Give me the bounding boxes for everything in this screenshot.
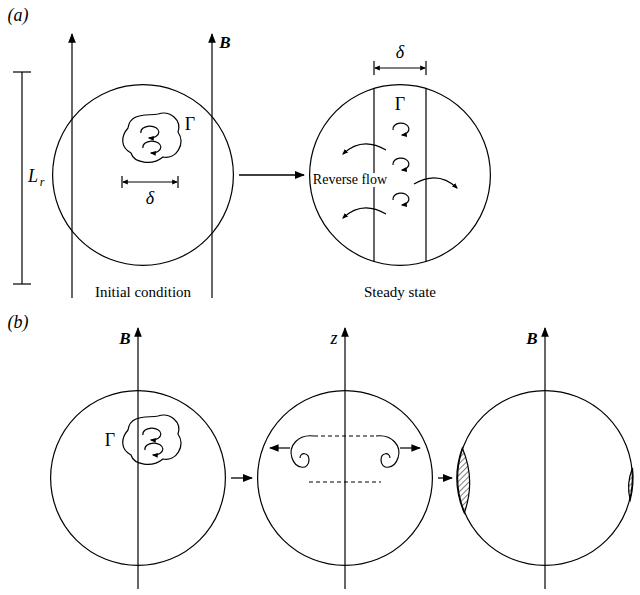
field-symbol: B [119,330,130,347]
flow-label: Reverse flow [312,173,388,187]
caption: Initial condition [95,285,191,300]
hatched-region [457,448,470,513]
circle-outline [457,390,633,566]
vortex-blob-group [123,415,181,464]
panel-label: (a) [8,6,29,24]
axis-symbol: z [330,329,337,347]
circulation-symbol: Γ [395,95,405,113]
circle-outline [53,85,234,266]
axis-arrow [344,328,345,589]
flow-domain: BΓδInitial condition [52,84,234,266]
field-arrow [71,34,72,298]
dimension-tick [425,61,426,75]
width-symbol: δ [396,43,404,61]
flow-domain: z [257,390,433,566]
field-symbol: B [219,34,230,51]
swirl-arrow [143,428,161,440]
circle-outline [51,391,226,566]
vortex-hook [291,436,314,467]
dimension-tick [177,176,178,188]
circulation-symbol: Γ [185,115,195,133]
dimension-tick [13,283,31,284]
band-line [425,88,426,262]
swirl-arrow [145,443,163,455]
field-arrow [137,328,138,589]
dimension-tick [13,71,31,72]
field-symbol: B [526,330,537,347]
reverse-flow-arrow [343,144,386,154]
vortex-blob [123,113,181,162]
dimension-tick [373,61,374,75]
circle-outline [52,84,234,266]
width-symbol: δ [146,189,154,207]
dashed-line [309,481,381,482]
flow-domain: B [457,390,633,566]
swirl-arrow [393,158,409,170]
panel-label: (b) [8,313,29,331]
reverse-flow-arrow [414,178,457,188]
circle-outline [257,390,433,566]
dashed-line [314,435,376,436]
transition-arrow [231,477,252,478]
circle-outline [258,391,433,566]
dimension-subscript: r [40,176,45,188]
circle-outline [310,85,491,266]
dimension-tick [121,176,122,188]
circle-outline [458,391,633,566]
dimension-line [123,181,177,182]
dimension-line [375,67,425,68]
motion-arrow [270,447,290,448]
swirl-arrow [393,123,409,135]
field-arrow [544,328,545,589]
circulation-symbol: Γ [105,431,115,449]
swirl-arrow [393,193,409,205]
transition-arrow [438,477,452,478]
reverse-flow-arrow [343,208,386,218]
motion-arrow [400,447,420,448]
flow-domain: δΓReverse flowSteady state [309,84,491,266]
swirl-arrow [141,126,159,138]
vortex-blob [123,415,181,464]
swirl-arrow [143,141,161,153]
circle-outline [50,390,226,566]
dimension-line [21,72,22,284]
field-arrow [211,34,212,298]
dimension-symbol: L [28,167,38,185]
flow-domain: BΓ [50,390,226,566]
caption: Steady state [364,285,436,300]
vortex-hook [376,436,399,467]
transition-arrow [239,174,304,175]
